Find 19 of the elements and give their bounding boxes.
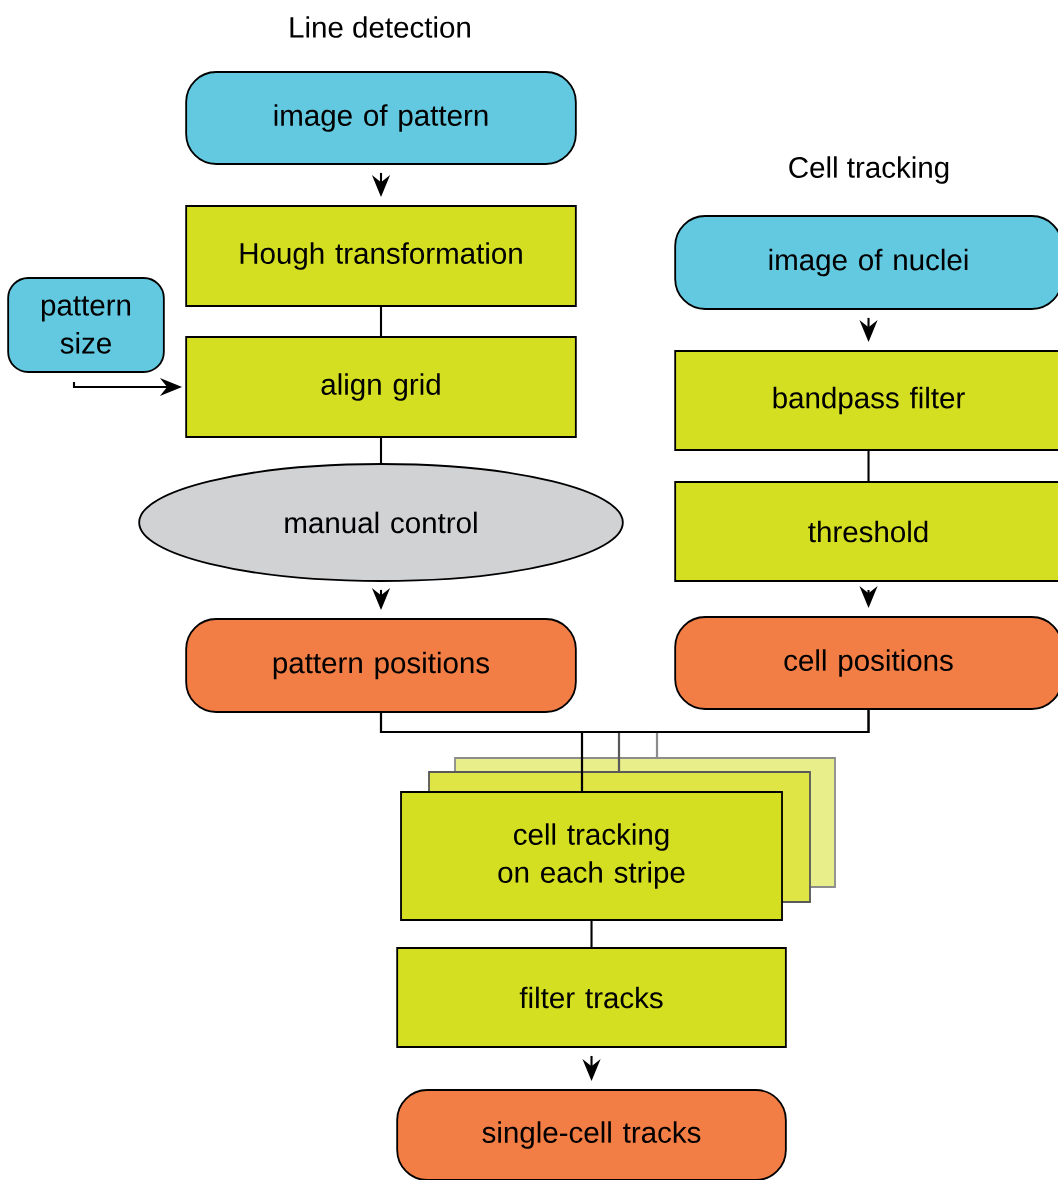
process-box: cell tracking on each stripe — [400, 791, 783, 921]
input-box: image of nuclei — [674, 215, 1058, 310]
process-box: filter tracks — [396, 947, 787, 1048]
column-heading: Line detection — [290, 16, 470, 38]
input-box: image of pattern — [185, 71, 577, 165]
process-box: bandpass filter — [674, 350, 1058, 451]
output-box: pattern positions — [185, 618, 577, 713]
process-box: Hough transformation — [185, 205, 577, 307]
connector-line — [867, 450, 870, 482]
output-box: cell positions — [674, 616, 1058, 710]
column-heading: Cell tracking — [789, 156, 949, 184]
connector-line — [379, 437, 383, 464]
process-box: align grid — [185, 336, 577, 438]
connector-line — [379, 306, 383, 337]
process-box: threshold — [674, 481, 1058, 582]
connector-line — [590, 920, 593, 948]
input-box: pattern size — [7, 277, 165, 373]
output-box: single-cell tracks — [396, 1089, 787, 1180]
connector-line — [580, 709, 870, 792]
